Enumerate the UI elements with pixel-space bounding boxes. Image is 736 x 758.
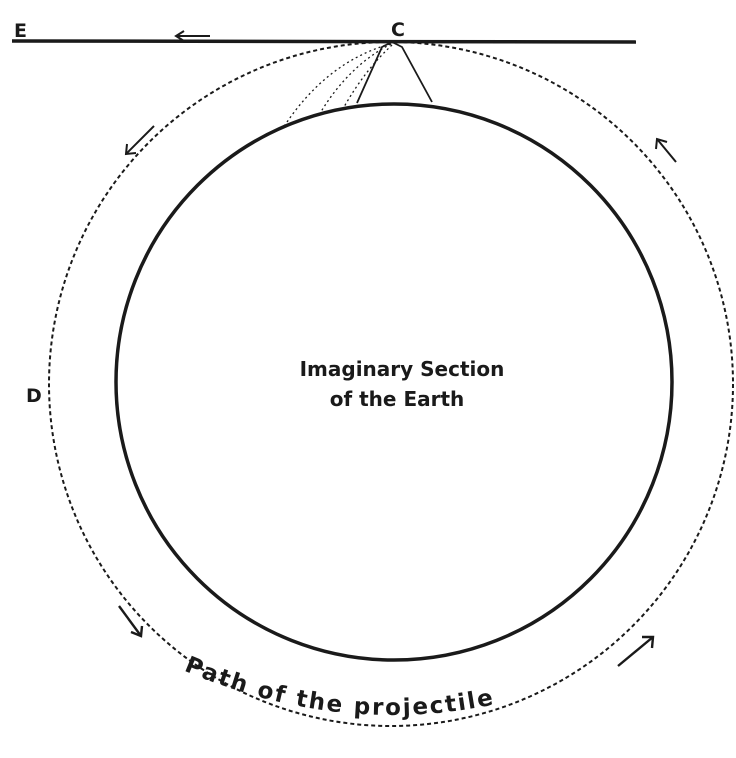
earth-label-line1: Imaginary Section	[300, 357, 505, 381]
arrow-bottom-left	[119, 606, 142, 636]
earth-label-line2: of the Earth	[330, 387, 465, 411]
tangent-line	[12, 41, 636, 42]
mountain	[357, 42, 432, 103]
orbit-caption: Path of the projectile	[181, 652, 497, 721]
label-d: D	[26, 385, 42, 407]
short-trajectory-1	[283, 44, 390, 128]
earth-section	[116, 104, 672, 660]
label-c: C	[391, 19, 405, 41]
orbit-path	[49, 42, 733, 726]
arrow-right-upper	[656, 139, 676, 162]
arrow-left-upper	[126, 126, 154, 154]
short-trajectory-3	[344, 45, 392, 107]
arrow-top-left	[176, 31, 210, 41]
label-e: E	[14, 20, 27, 42]
arrow-bottom-right	[618, 637, 653, 666]
